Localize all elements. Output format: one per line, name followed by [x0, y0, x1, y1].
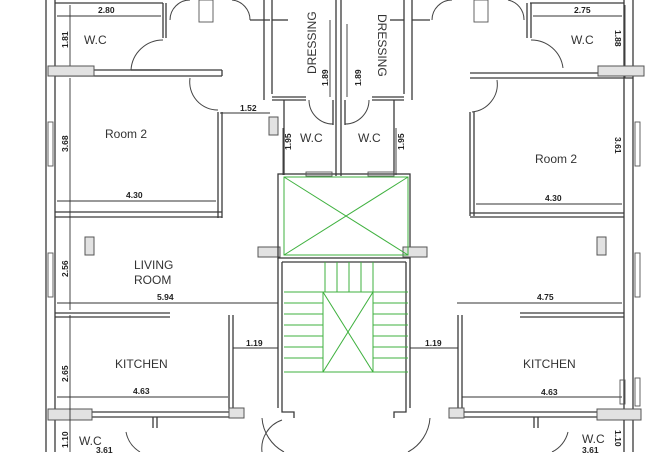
dim-room2-right-height: 3.61 — [613, 137, 623, 154]
staircase — [284, 262, 408, 373]
dim-wc-top-left-height: 1.81 — [60, 31, 70, 48]
room-label-kitchen-right: KITCHEN — [523, 357, 576, 371]
dim-wc-top-left-width: 2.80 — [98, 5, 115, 15]
room-label-living-line2: ROOM — [134, 273, 172, 287]
wc-top-right-walls — [412, 0, 645, 79]
room-label-wc-top-left: W.C — [84, 33, 107, 47]
room-label-dressing-right: DRESSING — [375, 14, 389, 77]
wc-top-left-walls — [47, 0, 270, 77]
dim-wc-top-right-height: 1.88 — [613, 30, 623, 47]
dim-dressing-right-depth: 1.89 — [353, 69, 363, 86]
dim-stair-gap-right: 1.19 — [425, 338, 442, 348]
room-label-room2-right: Room 2 — [535, 152, 578, 166]
dim-room2-left-height: 3.68 — [60, 135, 70, 152]
core-walls — [261, 0, 431, 452]
dim-corridor-left-width: 1.52 — [240, 103, 257, 113]
outer-walls — [45, 0, 641, 452]
room-label-room2-left: Room 2 — [105, 127, 148, 141]
dim-wc-mid-left-height: 1.95 — [283, 133, 293, 150]
dim-kitchen-left-height: 2.65 — [60, 365, 70, 382]
room2-left-walls — [55, 77, 279, 310]
room-label-dressing-left: DRESSING — [305, 11, 319, 74]
room-label-wc-bottom-left: W.C — [79, 434, 102, 448]
dim-kitchen-left-width: 4.63 — [133, 386, 150, 396]
room2-right-walls — [457, 79, 625, 304]
dim-living-right-width: 4.75 — [537, 292, 554, 302]
dim-room2-right-width: 4.30 — [545, 193, 562, 203]
dim-living-left-width: 5.94 — [157, 292, 174, 302]
room-label-wc-top-right: W.C — [571, 33, 594, 47]
dim-kitchen-right-width: 4.63 — [541, 387, 558, 397]
dim-stair-gap-left: 1.19 — [246, 338, 263, 348]
dim-wc-bottom-left-height: 1.10 — [60, 431, 70, 448]
kitchen-left-walls — [47, 315, 283, 452]
kitchen-right-walls — [410, 312, 642, 452]
room-label-living-line1: LIVING — [134, 258, 174, 272]
dim-wc-top-right-width: 2.75 — [574, 5, 591, 15]
elevator-shaft — [283, 176, 409, 256]
dim-dressing-left-depth: 1.89 — [320, 69, 330, 86]
room-label-kitchen-left: KITCHEN — [115, 357, 168, 371]
dim-wc-bottom-left-width: 3.61 — [96, 445, 113, 455]
dim-room2-left-width: 4.30 — [126, 190, 143, 200]
dim-wc-mid-right-height: 1.95 — [396, 133, 406, 150]
room-label-wc-mid-left: W.C — [300, 131, 323, 145]
dim-living-left-height: 2.56 — [60, 260, 70, 277]
dim-wc-bottom-right-height: 1.10 — [613, 430, 623, 447]
room-label-wc-bottom-right: W.C — [582, 432, 605, 446]
room-label-wc-mid-right: W.C — [358, 131, 381, 145]
dim-wc-bottom-right-width: 3.61 — [582, 445, 599, 455]
living-left-walls — [55, 236, 281, 318]
